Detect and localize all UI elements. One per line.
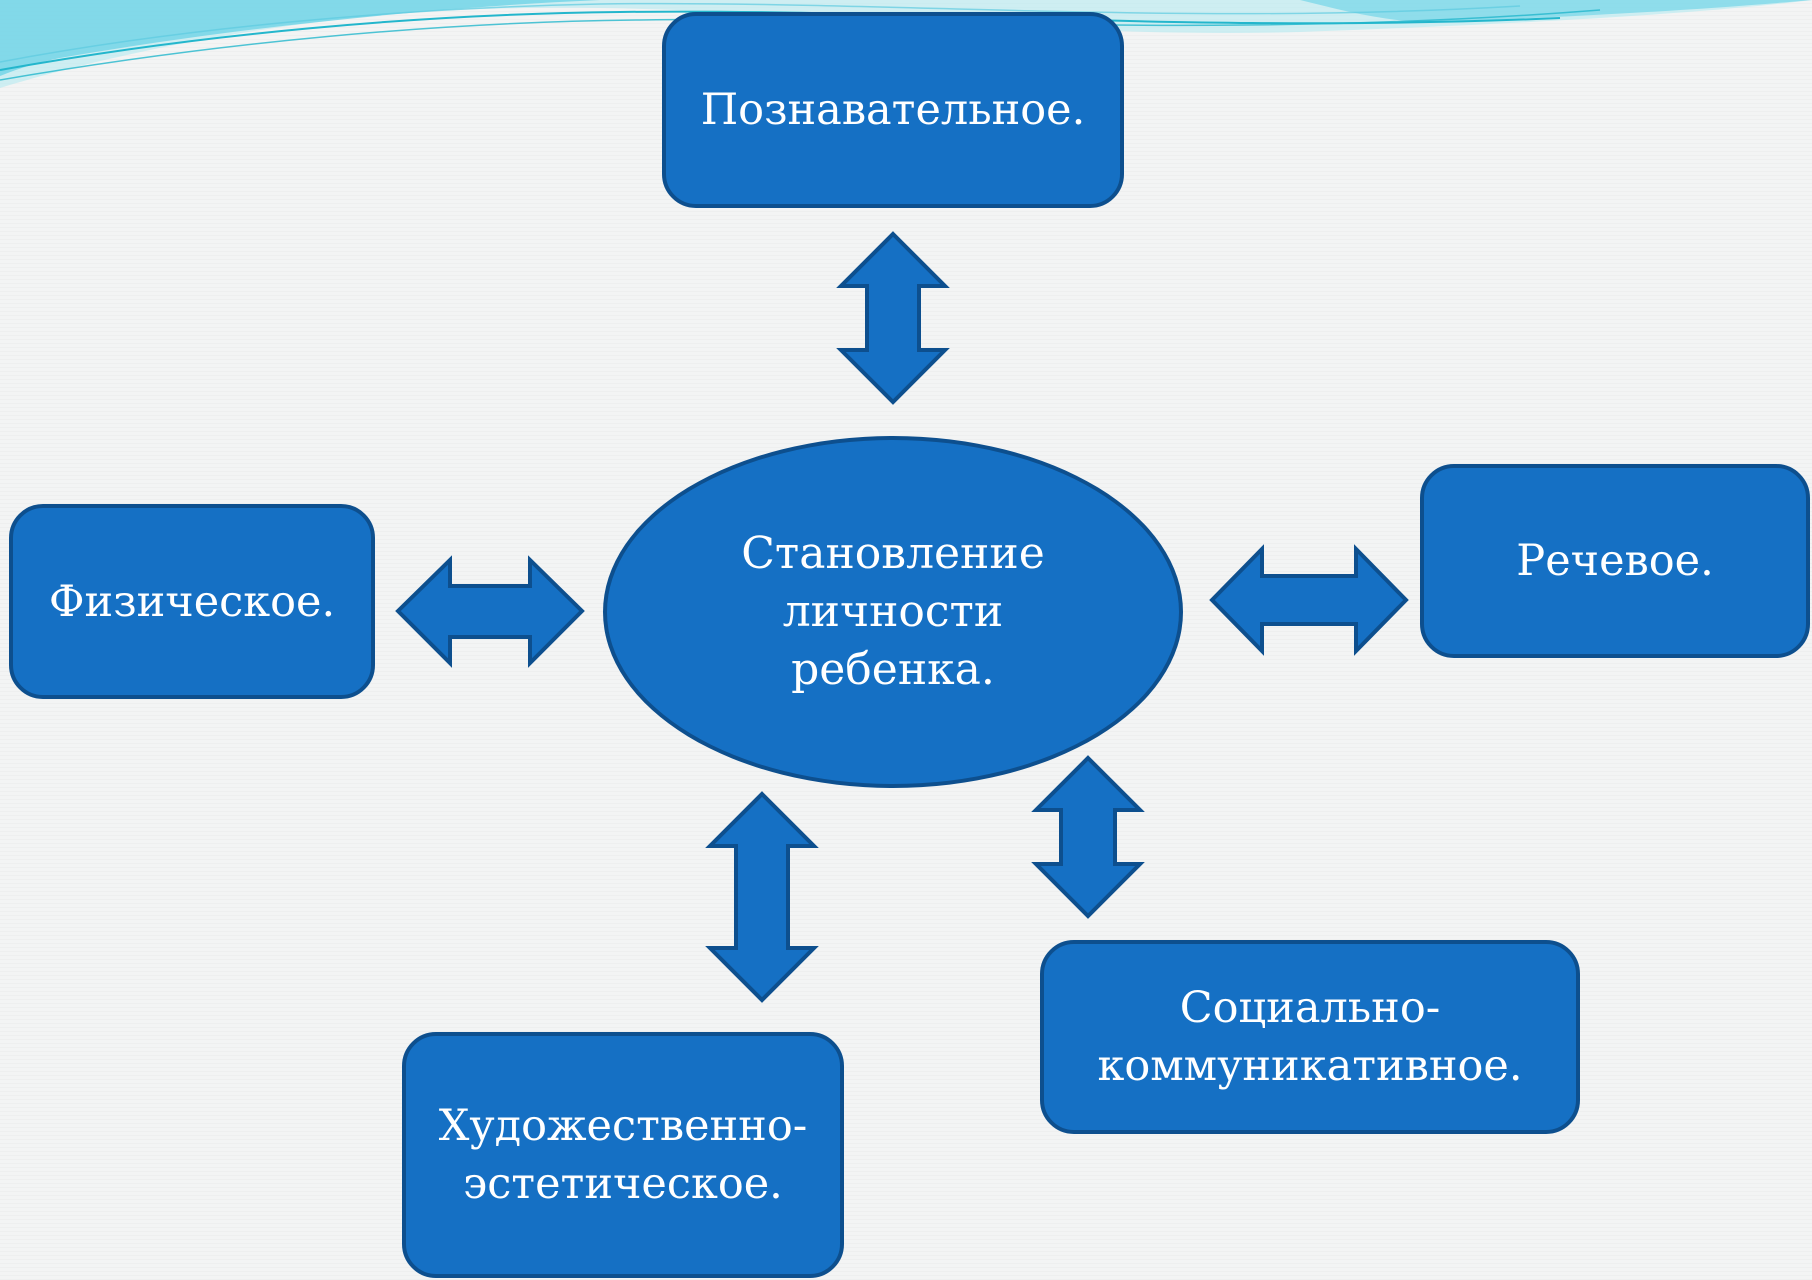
arrow-cognitive — [836, 231, 950, 405]
node-artistic-line-2: эстетическое. — [463, 1159, 783, 1209]
arrow-social — [1031, 755, 1145, 919]
arrow-artistic — [705, 791, 819, 1003]
node-artistic: Художественно- эстетическое. — [402, 1032, 844, 1278]
node-artistic-line-1: Художественно- — [438, 1101, 808, 1151]
node-speech: Речевое. — [1420, 464, 1810, 658]
node-cognitive-label: Познавательное. — [700, 85, 1086, 135]
center-line-1: Становление — [741, 528, 1045, 579]
node-speech-label: Речевое. — [1516, 536, 1714, 586]
center-line-3: ребенка. — [791, 644, 995, 695]
node-physical: Физическое. — [9, 504, 375, 699]
node-social-line-1: Социально- — [1179, 983, 1441, 1033]
center-node: Становление личности ребенка. — [603, 436, 1183, 788]
node-physical-label: Физическое. — [48, 576, 336, 627]
arrow-physical — [395, 555, 585, 668]
center-line-2: личности — [782, 586, 1004, 637]
node-social-line-2: коммуникативное. — [1097, 1041, 1523, 1091]
arrow-speech — [1209, 544, 1409, 656]
node-social: Социально- коммуникативное. — [1040, 940, 1580, 1134]
node-cognitive: Познавательное. — [662, 12, 1124, 208]
